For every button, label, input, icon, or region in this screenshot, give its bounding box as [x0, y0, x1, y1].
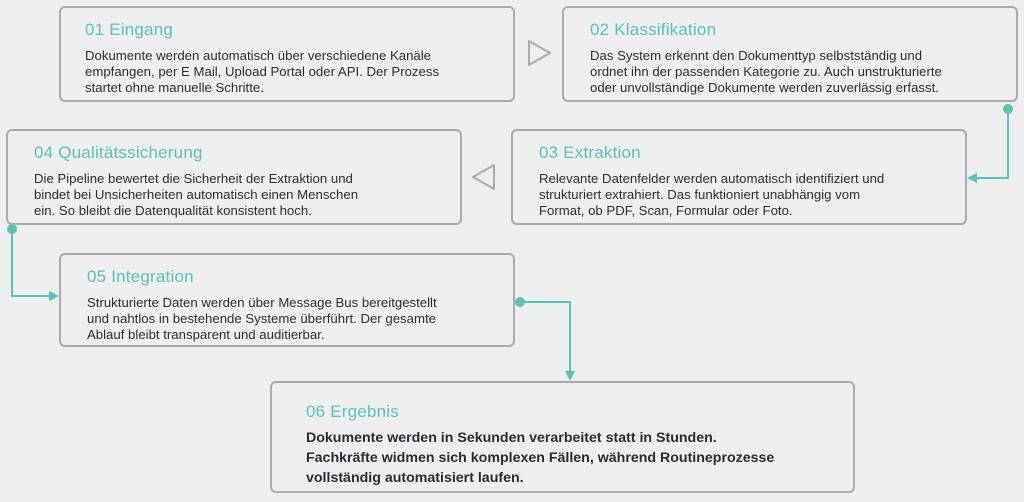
step-description-line: Die Pipeline bewertet die Sicherheit der…: [34, 171, 353, 186]
step-description-line: ein. So bleibt die Datenqualität konsist…: [34, 203, 312, 218]
step-description-line: vollständig automatisiert laufen.: [306, 470, 524, 486]
step-description-line: Dokumente werden in Sekunden verarbeitet…: [306, 430, 717, 446]
connector-05-to-06: [515, 297, 575, 381]
step-description-line: und nahtlos in bestehende Systeme überfü…: [87, 311, 436, 326]
step-description-line: oder unvollständige Dokumente werden zuv…: [590, 80, 939, 95]
step-description: Relevante Datenfelder werden automatisch…: [539, 171, 951, 219]
step-card-integration: 05 Integration Strukturierte Daten werde…: [59, 253, 515, 347]
step-description-line: Ablauf bleibt transparent und auditierba…: [87, 327, 325, 342]
step-description-line: strukturiert extrahiert. Das funktionier…: [539, 187, 861, 202]
step-card-klassifikation: 02 Klassifikation Das System erkennt den…: [562, 6, 1018, 102]
arrowhead-left-icon: [967, 173, 977, 183]
step-title: 01 Eingang: [85, 20, 174, 39]
arrowhead-down-icon: [565, 371, 575, 381]
connector-04-to-05: [7, 224, 59, 301]
step-description: Strukturierte Daten werden über Message …: [87, 295, 499, 343]
step-description-line: bindet bei Unsicherheiten automatisch ei…: [34, 187, 359, 202]
step-description-line: startet ohne manuelle Schritte.: [85, 80, 264, 95]
step-description-line: Das System erkennt den Dokumenttyp selbs…: [590, 48, 923, 63]
step-title: 04 Qualitätssicherung: [34, 143, 203, 162]
step-card-extraktion: 03 Extraktion Relevante Datenfelder werd…: [511, 129, 967, 225]
step-description: Dokumente werden in Sekunden verarbeitet…: [306, 428, 839, 488]
step-description-line: Relevante Datenfelder werden automatisch…: [539, 171, 885, 186]
arrowhead-right-icon: [49, 291, 59, 301]
step-description-line: ordnet ihn der passenden Kategorie zu. A…: [590, 64, 942, 79]
step-card-qualitaetssicherung: 04 Qualitätssicherung Die Pipeline bewer…: [6, 129, 462, 225]
step-description-line: Dokumente werden automatisch über versch…: [85, 48, 432, 63]
arrow-left-icon: [472, 164, 495, 190]
step-card-ergebnis: 06 Ergebnis Dokumente werden in Sekunden…: [270, 381, 855, 493]
step-description: Die Pipeline bewertet die Sicherheit der…: [34, 171, 446, 219]
step-description-line: Strukturierte Daten werden über Message …: [87, 295, 437, 310]
step-title: 02 Klassifikation: [590, 20, 717, 39]
step-description-line: empfangen, per E Mail, Upload Portal ode…: [85, 64, 440, 79]
step-title: 06 Ergebnis: [306, 402, 399, 421]
step-title: 03 Extraktion: [539, 143, 641, 162]
arrow-right-icon: [528, 40, 551, 66]
step-description-line: Fachkräfte widmen sich komplexen Fällen,…: [306, 450, 775, 466]
step-card-eingang: 01 Eingang Dokumente werden automatisch …: [59, 6, 515, 102]
step-title: 05 Integration: [87, 267, 194, 286]
connector-02-to-03: [967, 104, 1013, 183]
step-description-line: Format, ob PDF, Scan, Formular oder Foto…: [539, 203, 793, 218]
step-description: Das System erkennt den Dokumenttyp selbs…: [590, 48, 1002, 96]
step-description: Dokumente werden automatisch über versch…: [85, 48, 499, 96]
